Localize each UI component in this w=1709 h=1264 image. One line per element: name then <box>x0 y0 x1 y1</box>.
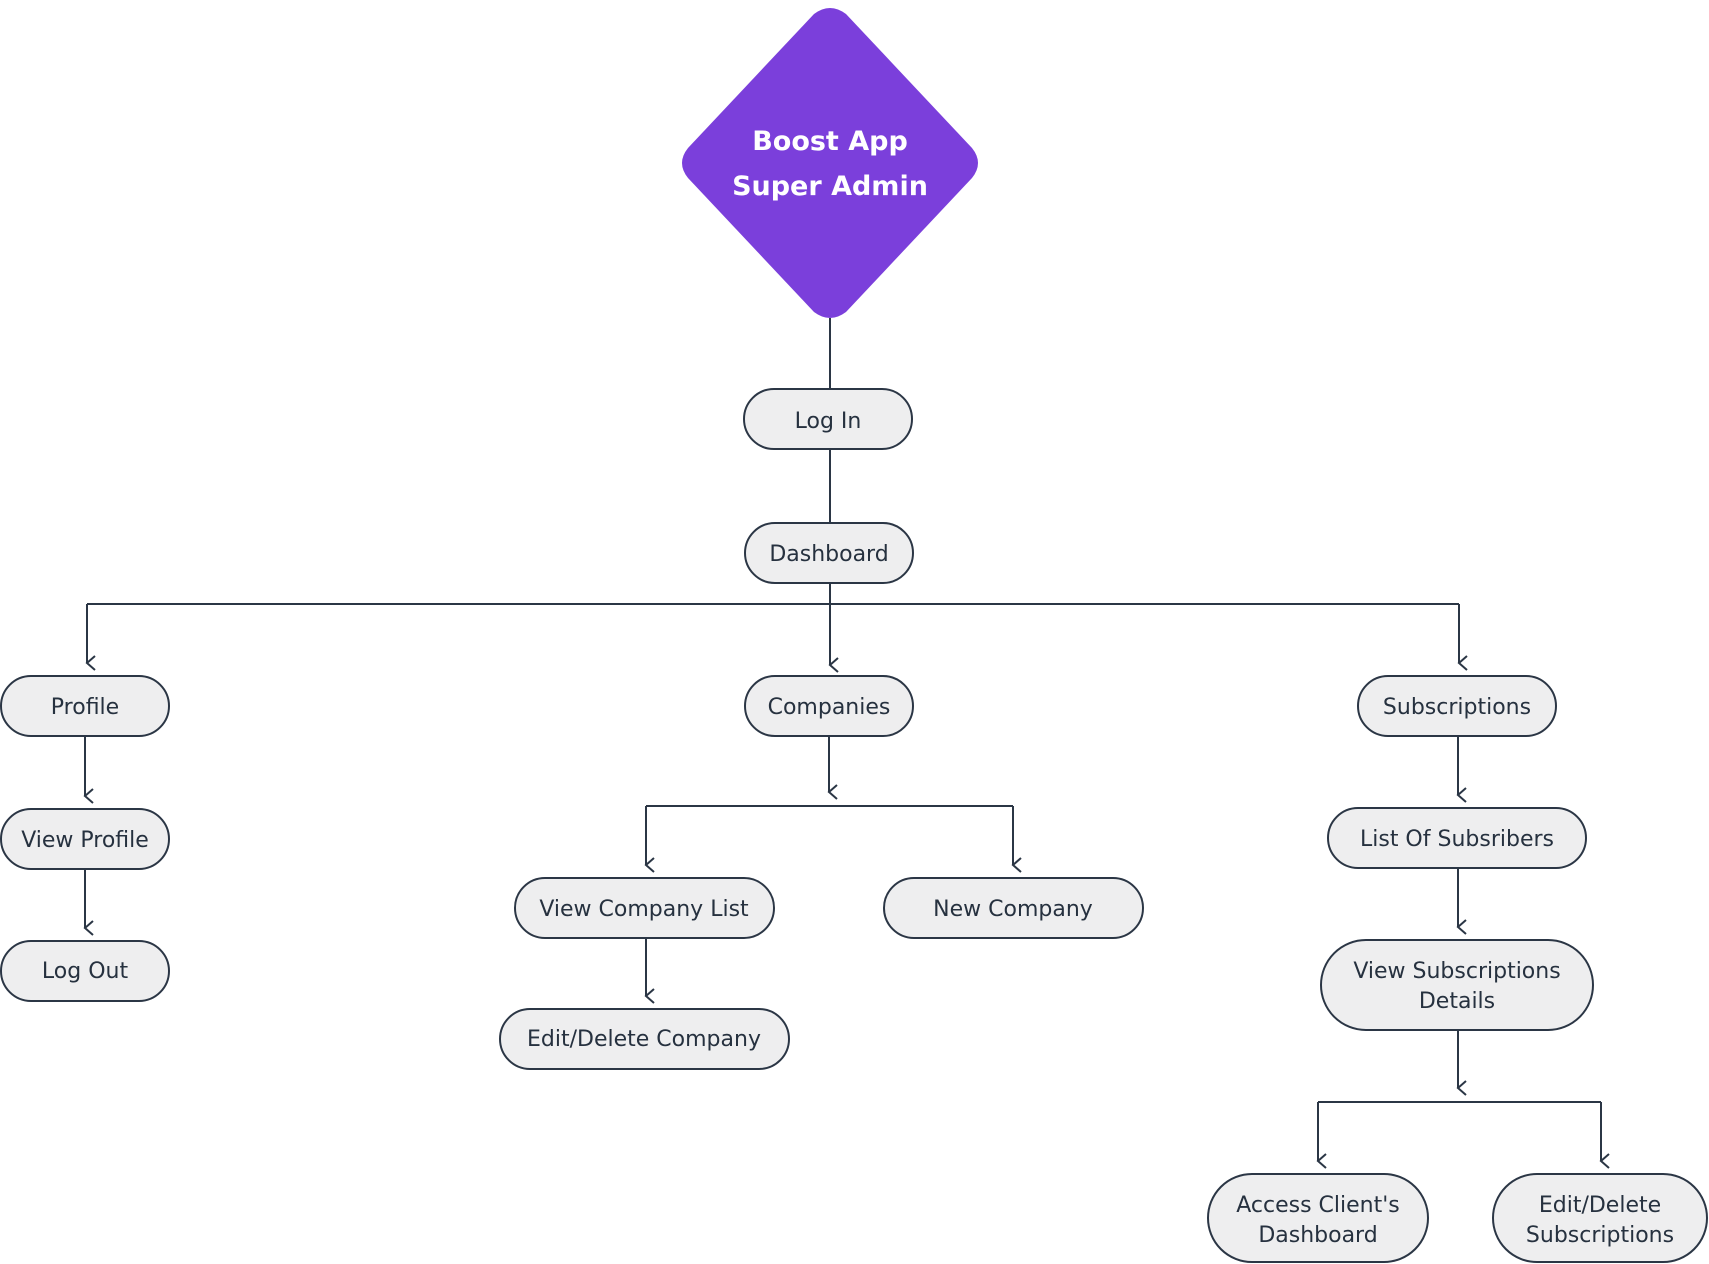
node-access-client-dashboard-shape <box>1207 1173 1429 1263</box>
node-profile[interactable]: Profile <box>0 675 170 737</box>
node-dashboard[interactable]: Dashboard <box>744 522 914 584</box>
node-edit-delete-subscriptions[interactable]: Edit/Delete Subscriptions <box>1492 1173 1708 1263</box>
node-profile-label: Profile <box>51 695 119 720</box>
node-edit-delete-subscriptions-line-2: Subscriptions <box>1526 1223 1674 1248</box>
node-view-profile[interactable]: View Profile <box>0 808 170 870</box>
node-log-in-shape <box>743 388 913 450</box>
node-log-out-label: Log Out <box>42 959 129 984</box>
root-title-line-2: Super Admin <box>732 171 928 202</box>
node-view-profile-shape <box>0 808 170 870</box>
node-new-company-label: New Company <box>933 897 1093 922</box>
root-diamond <box>682 8 978 318</box>
node-edit-delete-subscriptions-shape <box>1492 1173 1708 1263</box>
node-view-company-list-shape <box>514 877 775 939</box>
node-subscriptions-shape <box>1357 675 1557 737</box>
node-companies-shape <box>744 675 914 737</box>
node-log-in-label: Log In <box>795 409 862 434</box>
node-dashboard-shape <box>744 522 914 584</box>
node-edit-delete-company[interactable]: Edit/Delete Company <box>499 1008 790 1070</box>
node-view-subscriptions-details-line-2: Details <box>1419 989 1495 1014</box>
node-profile-shape <box>0 675 170 737</box>
node-new-company[interactable]: New Company <box>883 877 1144 939</box>
node-subscriptions[interactable]: Subscriptions <box>1357 675 1557 737</box>
node-view-profile-label: View Profile <box>21 828 149 853</box>
node-access-client-dashboard[interactable]: Access Client's Dashboard <box>1207 1173 1429 1263</box>
connectors <box>83 318 1610 1169</box>
node-subscriptions-label: Subscriptions <box>1383 695 1531 720</box>
node-access-client-dashboard-line-2: Dashboard <box>1258 1223 1377 1248</box>
node-view-subscriptions-details-line-1: View Subscriptions <box>1353 959 1560 984</box>
node-list-of-subscribers-label: List Of Subsribers <box>1360 827 1554 852</box>
node-new-company-shape <box>883 877 1144 939</box>
root-title-line-1: Boost App <box>752 126 908 157</box>
node-dashboard-label: Dashboard <box>769 542 888 567</box>
node-list-of-subscribers-shape <box>1327 807 1587 869</box>
node-view-company-list[interactable]: View Company List <box>514 877 775 939</box>
node-edit-delete-company-label: Edit/Delete Company <box>527 1027 761 1052</box>
node-log-out-shape <box>0 940 170 1002</box>
node-companies[interactable]: Companies <box>744 675 914 737</box>
root-node[interactable]: Boost App Super Admin <box>682 8 978 318</box>
node-edit-delete-subscriptions-line-1: Edit/Delete <box>1539 1193 1661 1218</box>
node-log-out[interactable]: Log Out <box>0 940 170 1002</box>
node-access-client-dashboard-line-1: Access Client's <box>1236 1193 1400 1218</box>
node-view-company-list-label: View Company List <box>539 897 749 922</box>
node-log-in[interactable]: Log In <box>743 388 913 450</box>
node-view-subscriptions-details[interactable]: View Subscriptions Details <box>1320 939 1594 1031</box>
node-list-of-subscribers[interactable]: List Of Subsribers <box>1327 807 1587 869</box>
node-view-subscriptions-details-shape <box>1320 939 1594 1031</box>
node-companies-label: Companies <box>768 695 891 720</box>
node-edit-delete-company-shape <box>499 1008 790 1070</box>
